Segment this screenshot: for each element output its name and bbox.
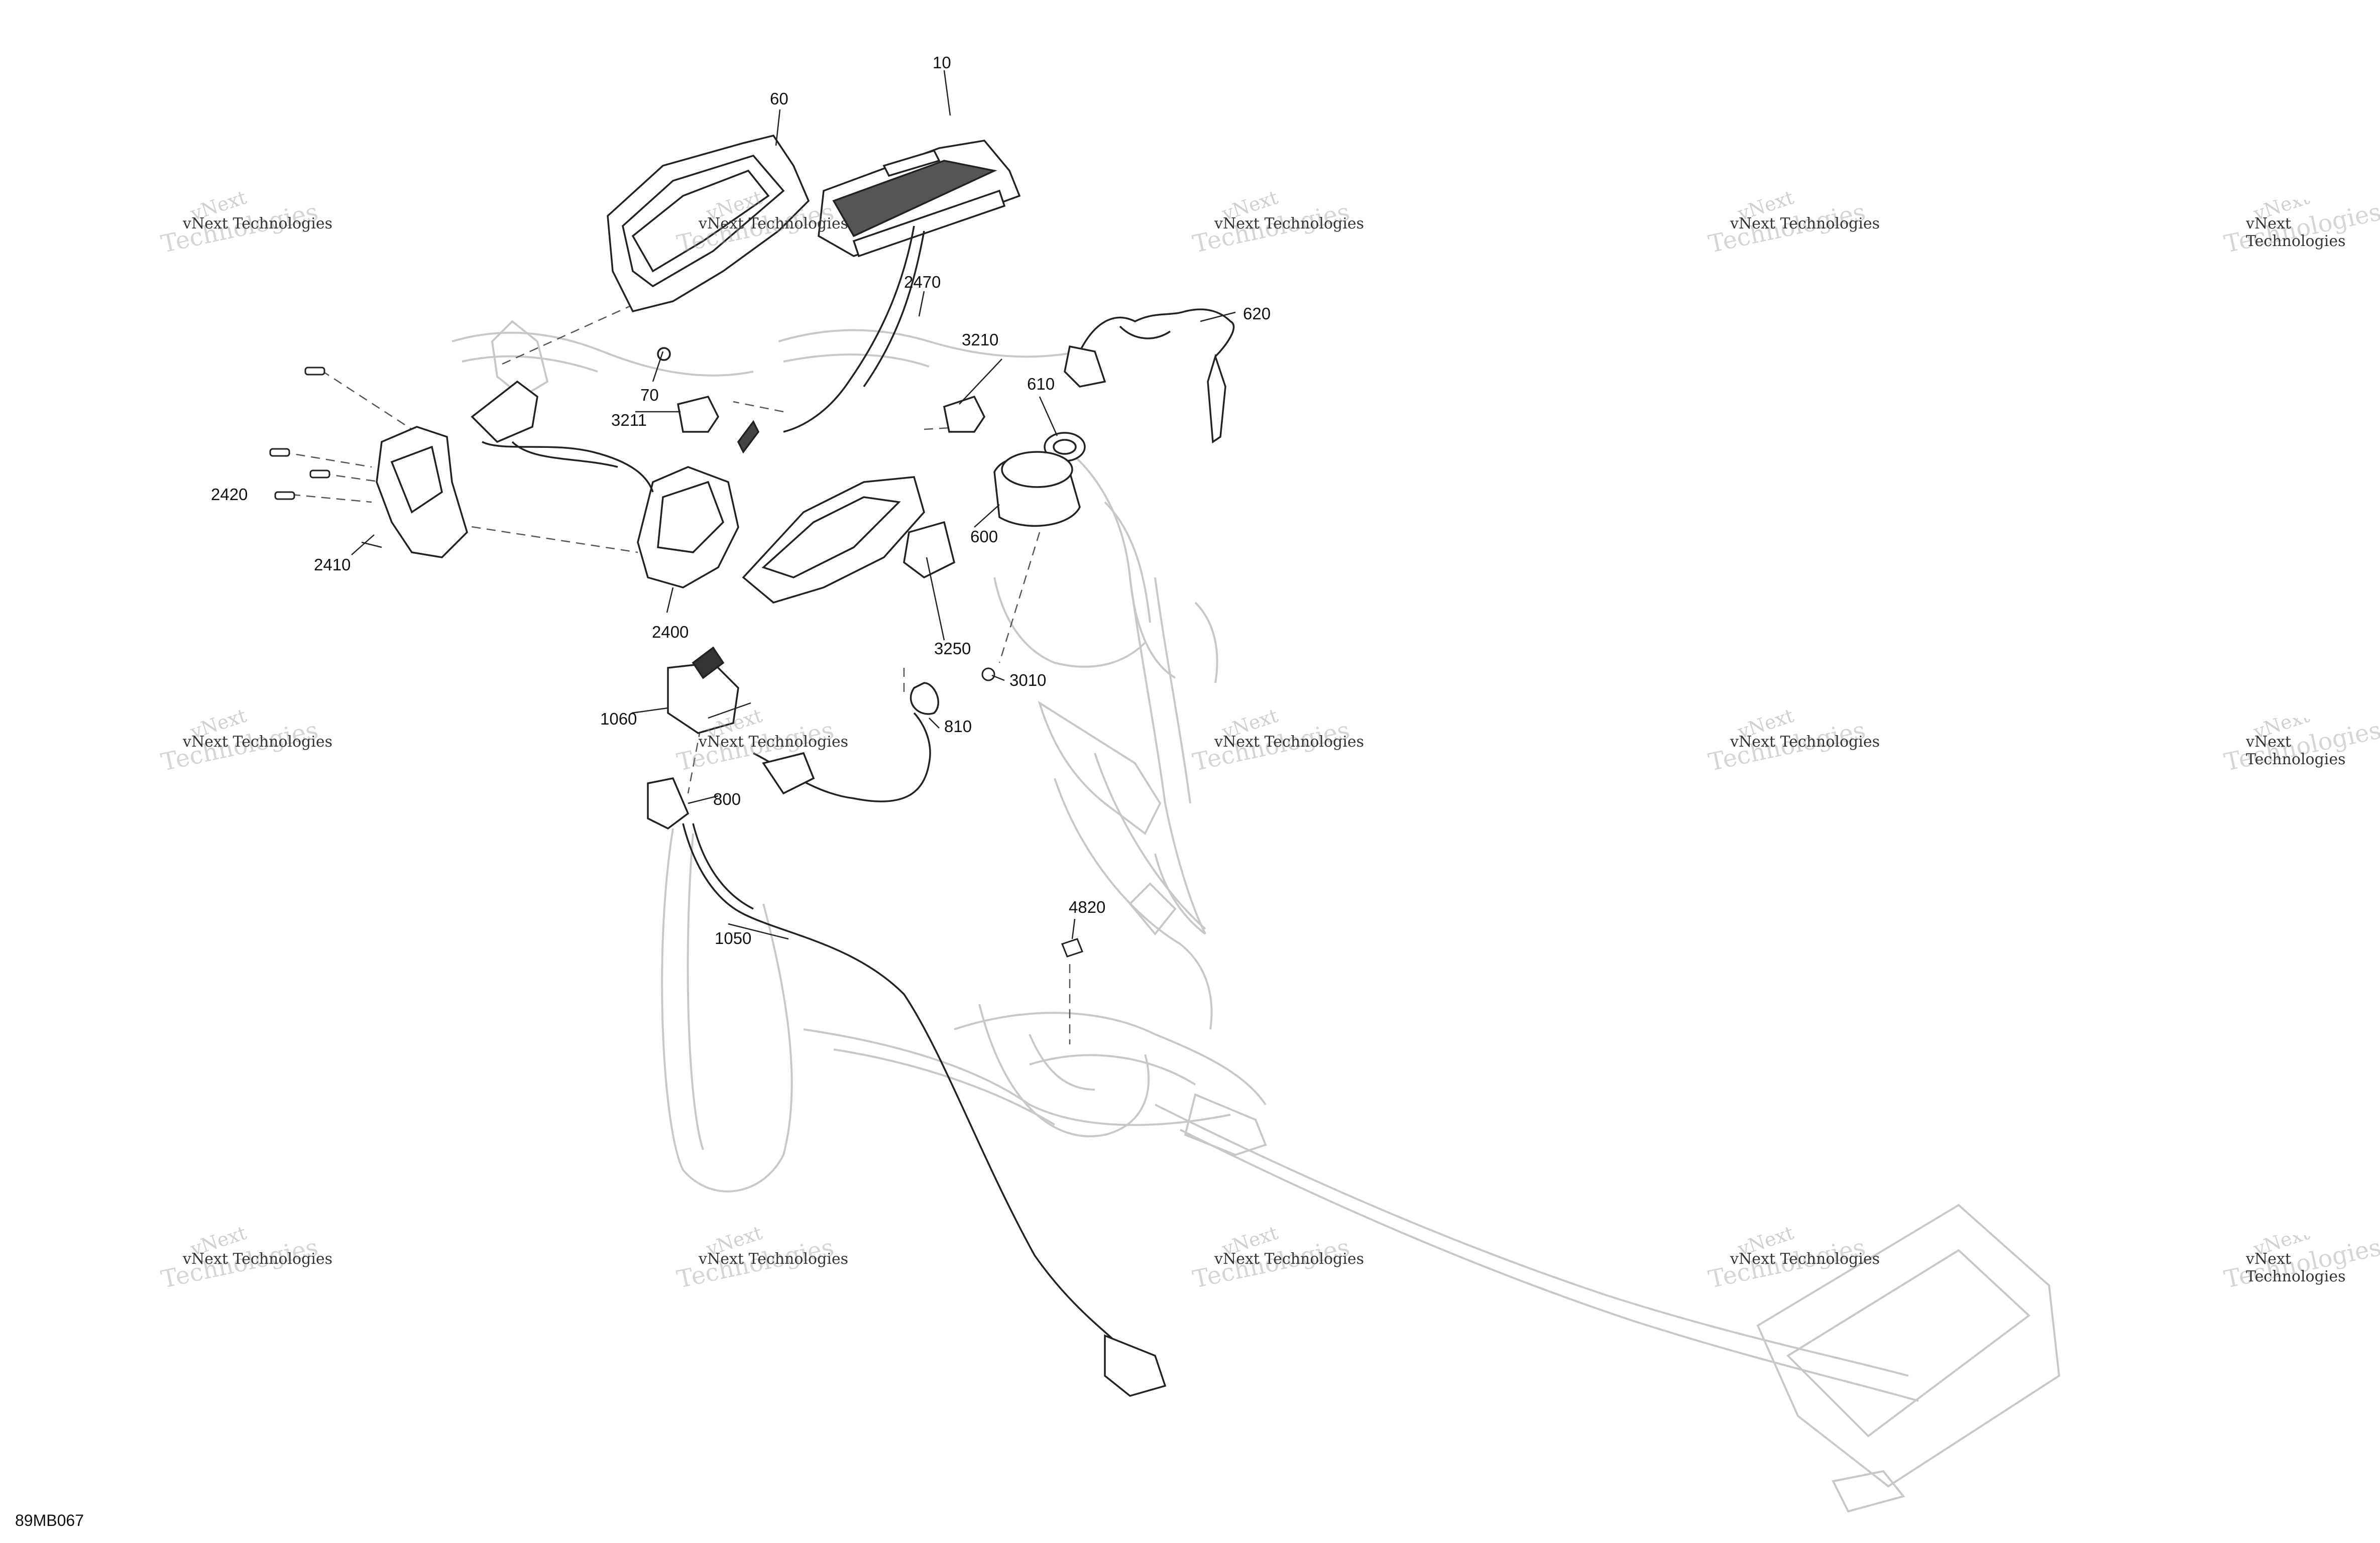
callout-2420[interactable]: 2420 xyxy=(211,485,248,504)
instrument-cluster-part xyxy=(818,140,1021,258)
ignition-switch-part xyxy=(993,432,1086,527)
control-panel-part xyxy=(742,225,956,604)
callout-810[interactable]: 810 xyxy=(944,717,972,736)
callout-610[interactable]: 610 xyxy=(1027,375,1055,393)
callout-3250[interactable]: 3250 xyxy=(934,639,971,658)
tether-cord-part xyxy=(1064,308,1235,444)
callout-1050[interactable]: 1050 xyxy=(715,929,752,947)
callout-2470[interactable]: 2470 xyxy=(904,273,941,291)
callout-60[interactable]: 60 xyxy=(770,89,788,108)
switch-housing-part xyxy=(376,420,760,588)
callout-1060[interactable]: 1060 xyxy=(600,709,637,728)
callout-2410[interactable]: 2410 xyxy=(314,555,351,574)
callout-620[interactable]: 620 xyxy=(1243,304,1271,323)
callout-10[interactable]: 10 xyxy=(933,53,951,72)
fastener-parts xyxy=(981,667,1083,958)
callout-3211[interactable]: 3211 xyxy=(611,411,647,429)
screws-part xyxy=(269,367,330,500)
accessory-switch-parts xyxy=(647,646,1167,1397)
callout-70[interactable]: 70 xyxy=(640,386,659,404)
sensor-parts xyxy=(657,347,986,433)
callout-800[interactable]: 800 xyxy=(713,790,741,808)
ghost-frame xyxy=(451,320,2061,1513)
callout-2400[interactable]: 2400 xyxy=(652,623,689,641)
callout-4820[interactable]: 4820 xyxy=(1069,898,1106,916)
switch-harness-part xyxy=(471,380,654,493)
figure-id: 89MB067 xyxy=(15,1511,84,1529)
bezel-part xyxy=(607,135,810,313)
callout-600[interactable]: 600 xyxy=(970,527,998,546)
assembly-dashed-lines xyxy=(281,290,1071,1044)
callout-3210[interactable]: 3210 xyxy=(962,330,999,349)
callout-3010[interactable]: 3010 xyxy=(1009,671,1047,689)
callout-leaders xyxy=(351,70,1236,940)
